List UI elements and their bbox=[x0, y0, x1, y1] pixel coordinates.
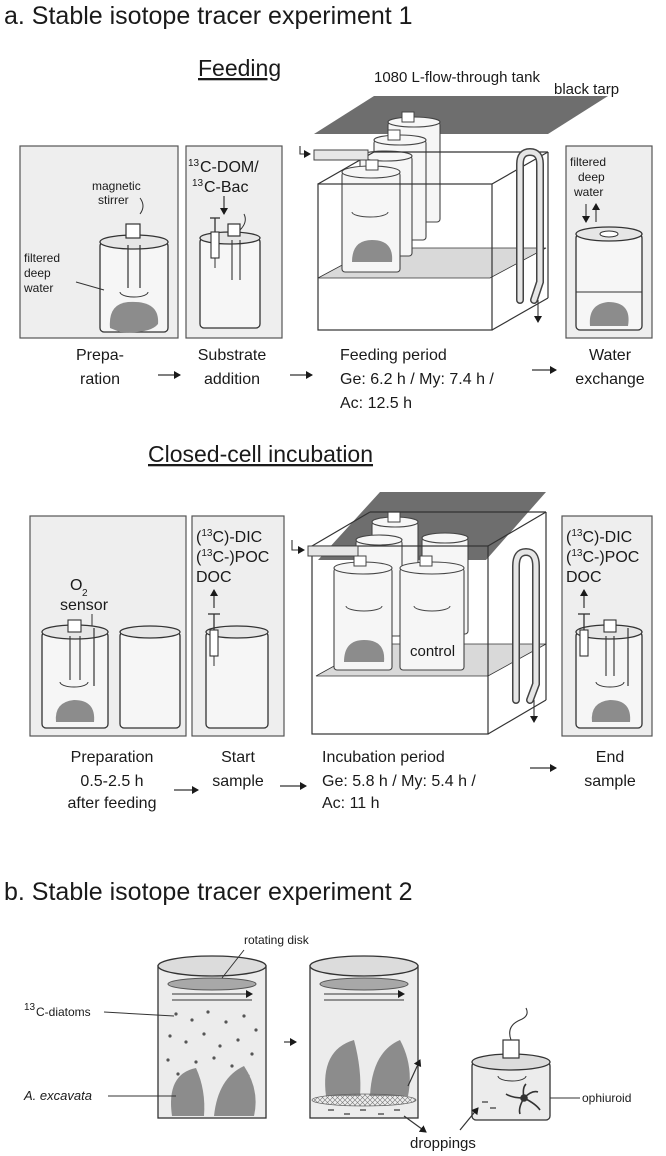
droppings-label: droppings bbox=[410, 1135, 476, 1152]
droppings-chamber bbox=[309, 955, 419, 1119]
incubation-heading: Closed-cell incubation bbox=[148, 441, 373, 467]
start-sample-poc: (13C-)POC bbox=[196, 548, 269, 566]
sponge-label: A. excavata bbox=[23, 1088, 92, 1103]
incubation-step1-line1: Preparation bbox=[71, 749, 154, 766]
stirrer-motor-icon bbox=[125, 223, 141, 239]
incubation-step4-line1: End bbox=[596, 749, 624, 766]
arrow-icon bbox=[459, 1107, 479, 1131]
rotating-disk-icon bbox=[167, 977, 257, 991]
arrow-icon bbox=[403, 1115, 427, 1133]
feeding-step3-line1: Feeding period bbox=[340, 347, 447, 364]
feeding-step2-line1: Substrate bbox=[198, 347, 267, 364]
ophiuroid-icon bbox=[505, 1083, 541, 1115]
feeding-preparation-panel: magnetic stirrer filtered deep water bbox=[19, 145, 179, 339]
section-b-title: b. Stable isotope tracer experiment 2 bbox=[4, 878, 413, 906]
start-sample-dic: (13C)-DIC bbox=[196, 528, 262, 546]
feeding-step4-line1: Water bbox=[589, 347, 632, 364]
sensor-label-word: sensor bbox=[60, 597, 109, 614]
outflow-pipe-incubation bbox=[512, 547, 540, 723]
incubation-step1-line3: after feeding bbox=[68, 795, 157, 812]
end-sample-poc: (13C-)POC bbox=[566, 548, 639, 566]
substrate-sup-2: 13 bbox=[192, 178, 204, 189]
diatom-particles bbox=[166, 1010, 258, 1078]
diatom-chamber bbox=[157, 955, 267, 1119]
inflow-pipe-incubation bbox=[291, 540, 359, 557]
sensor-label-o: O bbox=[70, 577, 82, 594]
stirrer-label-line1: magnetic bbox=[92, 179, 141, 193]
tank-label: 1080 L-flow-through tank bbox=[374, 69, 540, 86]
feeding-step2-line2: addition bbox=[204, 371, 260, 388]
substrate-sup-1: 13 bbox=[188, 158, 200, 169]
incubation-step3-line3: Ac: 11 h bbox=[322, 795, 380, 812]
incubation-step1-line2: 0.5-2.5 h bbox=[80, 773, 143, 790]
feeding-heading: Feeding bbox=[198, 55, 281, 81]
sensor-label-sub: 2 bbox=[82, 588, 88, 599]
feeding-step4-line2: exchange bbox=[575, 371, 644, 388]
exchange-label-line2: deep bbox=[578, 170, 605, 184]
diatoms-sup: 13 bbox=[24, 1002, 36, 1013]
exchange-label-line1: filtered bbox=[570, 155, 606, 169]
incubation-step2-line1: Start bbox=[221, 749, 255, 766]
ophiuroid-label: ophiuroid bbox=[582, 1091, 631, 1105]
stirrer-label-line2: stirrer bbox=[98, 193, 129, 207]
substrate-label-line2: C-Bac bbox=[204, 179, 248, 196]
incubation-step3-line2: Ge: 5.8 h / My: 5.4 h / bbox=[322, 773, 476, 790]
feeding-step1-line2: ration bbox=[80, 371, 120, 388]
deep-water-label-line3: water bbox=[23, 281, 53, 295]
droppings-icon bbox=[328, 1109, 400, 1115]
substrate-addition-panel: 13 C-DOM/ 13 C-Bac bbox=[185, 145, 283, 339]
syringe-icon bbox=[208, 613, 220, 666]
mesh-icon bbox=[311, 1093, 417, 1107]
water-exchange-panel: filtered deep water bbox=[565, 145, 653, 339]
exchange-label-line3: water bbox=[573, 185, 603, 199]
tarp-label: black tarp bbox=[554, 81, 619, 98]
syringe-icon bbox=[210, 217, 220, 268]
inflow-pipe bbox=[299, 146, 369, 161]
start-sample-panel: (13C)-DIC (13C-)POC DOC bbox=[191, 515, 285, 737]
arrow-icon bbox=[407, 1059, 422, 1087]
outflow-pipe bbox=[516, 147, 544, 323]
incubation-step4-line2: sample bbox=[584, 773, 636, 790]
feeding-step3-line2: Ge: 6.2 h / My: 7.4 h / bbox=[340, 371, 494, 388]
sponge-left-icon bbox=[171, 1068, 205, 1116]
ophiuroid-chamber bbox=[471, 1007, 551, 1121]
section-a-title: a. Stable isotope tracer experiment 1 bbox=[4, 2, 413, 30]
sponge-right-icon bbox=[214, 1066, 256, 1116]
deep-water-label-line2: deep bbox=[24, 266, 51, 280]
diatoms-label: C-diatoms bbox=[36, 1005, 91, 1019]
incubation-step3-line1: Incubation period bbox=[322, 749, 445, 766]
control-label: control bbox=[410, 643, 455, 660]
start-sample-doc: DOC bbox=[196, 569, 232, 586]
black-tarp bbox=[314, 96, 608, 134]
sponge-icon bbox=[109, 301, 159, 333]
feeding-tank: 1080 L-flow-through tank black tarp bbox=[299, 69, 619, 331]
feeding-step3-line3: Ac: 12.5 h bbox=[340, 395, 412, 412]
end-sample-panel: (13C)-DIC (13C-)POC DOC bbox=[561, 515, 653, 737]
deep-water-label-line1: filtered bbox=[24, 251, 60, 265]
disk-label: rotating disk bbox=[244, 933, 310, 947]
feeding-step1-line1: Prepa- bbox=[76, 347, 124, 364]
end-sample-doc: DOC bbox=[566, 569, 602, 586]
rotation-arrow-icon bbox=[119, 291, 149, 298]
syringe-icon bbox=[578, 613, 590, 657]
incubation-preparation-panel: O 2 sensor bbox=[29, 515, 187, 737]
incubation-step2-line2: sample bbox=[212, 773, 264, 790]
core-chamber bbox=[99, 223, 169, 333]
substrate-label-line1: C-DOM/ bbox=[200, 159, 259, 176]
incubation-tank: control bbox=[291, 492, 547, 735]
end-sample-dic: (13C)-DIC bbox=[566, 528, 632, 546]
